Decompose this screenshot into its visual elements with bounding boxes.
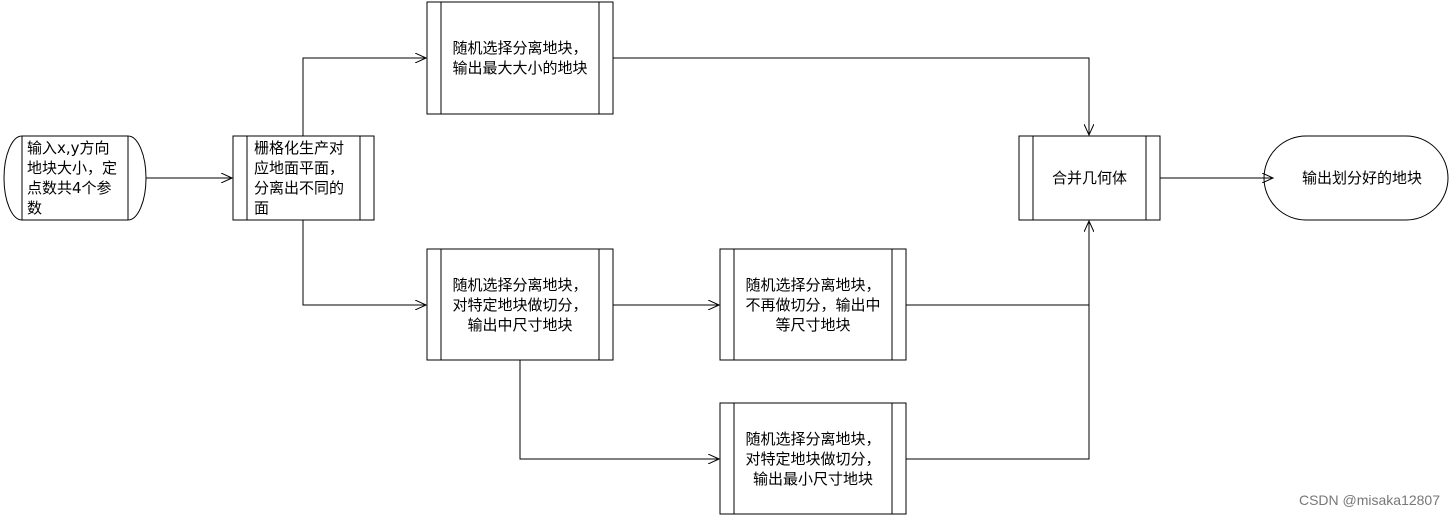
arrow-cut-medium-to-smallest xyxy=(519,360,719,459)
cut-medium-label: 随机选择分离地块， 对特定地块做切分， 输出中尺寸地块 xyxy=(452,275,588,334)
arrow-rasterize-to-cut-medium xyxy=(302,220,426,305)
arrow-largest-to-merge xyxy=(613,57,1089,135)
input-node xyxy=(3,135,147,221)
largest-node xyxy=(426,1,614,115)
smallest-node xyxy=(719,402,907,515)
smallest-label: 随机选择分离地块， 对特定地块做切分， 输出最小尺寸地块 xyxy=(745,429,881,488)
cut-medium-node xyxy=(426,248,614,361)
merge-node xyxy=(1018,135,1161,221)
medium-node xyxy=(719,248,907,361)
watermark: CSDN @misaka12807 xyxy=(1298,492,1440,508)
output-node xyxy=(1263,135,1449,221)
arrow-rasterize-to-largest xyxy=(302,58,426,136)
rasterize-node xyxy=(232,135,375,221)
medium-label: 随机选择分离地块， 不再做切分，输出中 等尺寸地块 xyxy=(745,275,881,334)
merge-label: 合并几何体 xyxy=(1051,169,1127,187)
arrow-smallest-to-merge xyxy=(906,221,1089,460)
largest-label: 随机选择分离地块， 输出最大大小的地块 xyxy=(452,39,588,77)
rasterize-label: 栅格化生产对 应地面平面， 分离出不同的 面 xyxy=(254,139,345,217)
input-label: 输入x,y方向 地块大小，定 点数共4个参 数 xyxy=(27,139,118,217)
output-label: 输出划分好的地块 xyxy=(1301,169,1422,187)
